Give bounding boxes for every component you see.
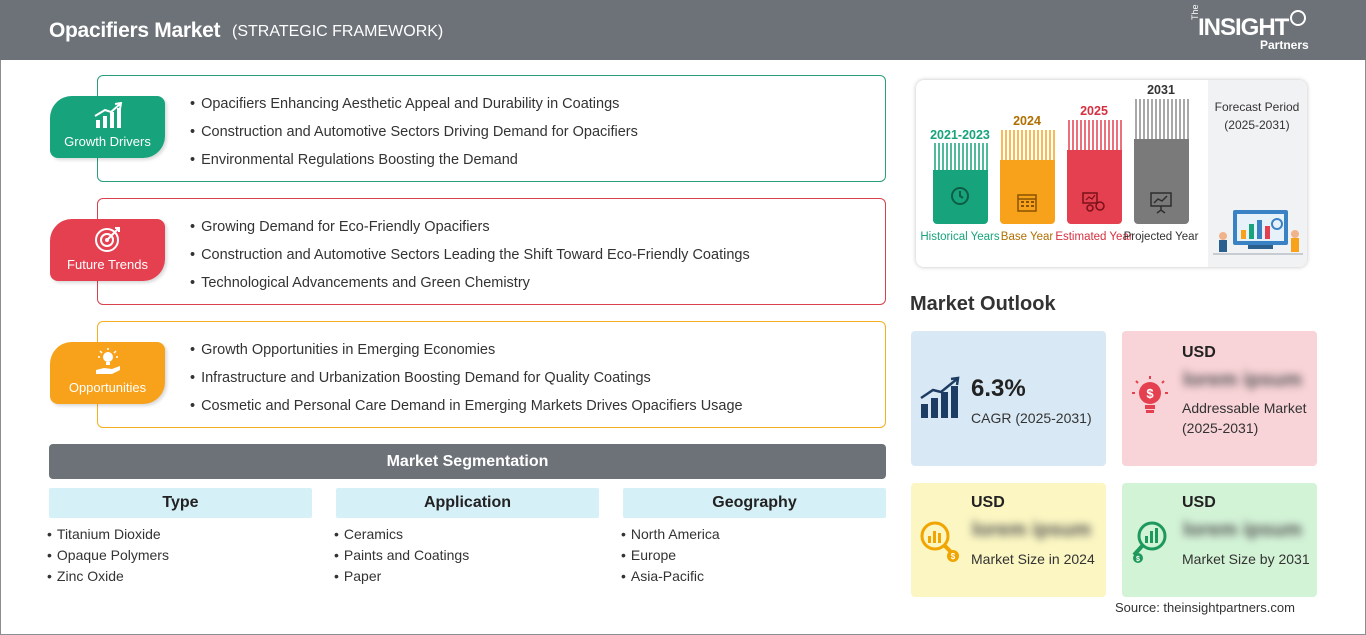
list-item: Paints and Coatings [334,547,469,568]
logo-ring-icon [1290,10,1306,26]
list-item: Growth Opportunities in Emerging Economi… [190,341,743,369]
caption-estimated: Estimated Year [1055,231,1133,243]
growth-drivers-label: Growth Drivers [64,134,151,149]
year-base: 2024 [1013,114,1041,128]
page-title: Opacifiers Market [49,19,221,42]
segment-list-application: Ceramics Paints and Coatings Paper [334,526,469,589]
timeline-panel: Forecast Period (2025-2031) 2021-2023 Hi… [916,80,1307,267]
segmentation-title: Market Segmentation [49,444,886,479]
size-2031-label: Market Size by 2031 [1182,551,1310,567]
page-subtitle: (STRATEGIC FRAMEWORK) [232,23,444,40]
future-trends-list: Growing Demand for Eco-Friendly Opacifie… [190,218,750,302]
market-outlook-title: Market Outlook [910,293,1056,315]
list-item: Infrastructure and Urbanization Boosting… [190,369,743,397]
year-historical: 2021-2023 [930,128,990,142]
year-projected: 2031 [1147,83,1175,97]
segment-header-type: Type [49,488,312,518]
list-item: Cosmetic and Personal Care Demand in Eme… [190,397,743,425]
forecast-range: (2025-2031) [1224,118,1290,132]
size-2031-usd: USD [1182,494,1216,511]
year-estimated: 2025 [1080,104,1108,118]
opportunities-list: Growth Opportunities in Emerging Economi… [190,341,743,425]
list-item: Paper [334,568,469,589]
target-icon [95,227,120,252]
opportunities-label: Opportunities [68,380,147,395]
list-item: Ceramics [334,526,469,547]
magnifier-growth-icon: $ [1132,521,1167,563]
growth-drivers-badge: Growth Drivers [50,96,165,158]
size-2024-label: Market Size in 2024 [971,551,1095,567]
list-item: Titanium Dioxide [47,526,169,547]
list-item: Opacifiers Enhancing Aesthetic Appeal an… [190,95,638,123]
growth-bars-icon [920,376,960,418]
segment-header-geography: Geography [623,488,886,518]
segment-list-geography: North America Europe Asia-Pacific [621,526,720,589]
list-item: Europe [621,547,720,568]
source-credit: Source: theinsightpartners.com [1115,600,1295,615]
list-item: Asia-Pacific [621,568,720,589]
list-item: Technological Advancements and Green Che… [190,274,750,302]
caption-base: Base Year [1000,231,1054,243]
header-bar: Opacifiers Market (STRATEGIC FRAMEWORK) … [0,0,1366,60]
addressable-label: Addressable Market (2025-2031) [1182,400,1307,436]
forecast-title: Forecast Period (2025-2031) [1212,100,1302,133]
stripes-estimated [1068,120,1122,150]
size-2024-value: lorem ipsum [972,519,1091,541]
caption-projected: Projected Year [1123,231,1199,243]
gears-chart-icon [1082,192,1105,212]
market-size-2031-tile: $ USD lorem ipsum Market Size by 2031 [1122,483,1317,597]
list-item: North America [621,526,720,547]
cagr-value: 6.3% [971,375,1026,402]
future-trends-card: Growing Demand for Eco-Friendly Opacifie… [97,198,886,305]
magnifier-chart-icon: $ [920,521,959,562]
segment-list-type: Titanium Dioxide Opaque Polymers Zinc Ox… [47,526,169,589]
addressable-value: lorem ipsum [1183,369,1302,391]
list-item: Construction and Automotive Sectors Driv… [190,123,638,151]
growth-drivers-card: Opacifiers Enhancing Aesthetic Appeal an… [97,75,886,182]
svg-text:$: $ [951,552,956,561]
addressable-usd: USD [1182,344,1216,361]
opportunities-badge: Opportunities [50,342,165,404]
stripes-base [1001,130,1055,160]
market-size-2024-tile: $ USD lorem ipsum Market Size in 2024 [911,483,1106,597]
future-trends-label: Future Trends [67,257,148,272]
opportunities-card: Growth Opportunities in Emerging Economi… [97,321,886,428]
history-icon [951,187,969,205]
company-logo[interactable]: The INSIGHT Partners [1190,4,1320,54]
list-item: Growing Demand for Eco-Friendly Opacifie… [190,218,750,246]
bar-estimated [1067,150,1122,224]
list-item: Zinc Oxide [47,568,169,589]
size-2031-value: lorem ipsum [1183,519,1302,541]
idea-hand-icon [96,348,120,374]
future-trends-badge: Future Trends [50,219,165,281]
size-2024-usd: USD [971,494,1005,511]
stripes-historical [934,143,988,173]
forecast-title-text: Forecast Period [1214,100,1300,114]
bar-base [1000,160,1055,224]
segment-header-application: Application [336,488,599,518]
growth-chart-icon [94,102,123,128]
growth-drivers-list: Opacifiers Enhancing Aesthetic Appeal an… [190,95,638,179]
list-item: Environmental Regulations Boosting the D… [190,151,638,179]
stripes-projected [1135,99,1189,139]
logo-main: INSIGHT [1198,14,1289,41]
svg-text:$: $ [1136,556,1140,563]
bar-historical [933,170,988,224]
caption-historical: Historical Years [920,231,1000,243]
logo-partners: Partners [1260,38,1309,52]
analytics-illustration-icon [1213,210,1303,255]
cagr-tile: 6.3% CAGR (2025-2031) [911,331,1106,466]
list-item: Opaque Polymers [47,547,169,568]
calendar-icon [1017,194,1037,212]
bar-projected [1134,139,1189,224]
svg-text:$: $ [1146,386,1154,401]
dollar-bulb-icon: $ [1132,376,1168,413]
list-item: Construction and Automotive Sectors Lead… [190,246,750,274]
cagr-label: CAGR (2025-2031) [971,410,1092,426]
addressable-market-tile: $ USD lorem ipsum Addressable Market (20… [1122,331,1317,466]
presentation-icon [1150,192,1172,214]
